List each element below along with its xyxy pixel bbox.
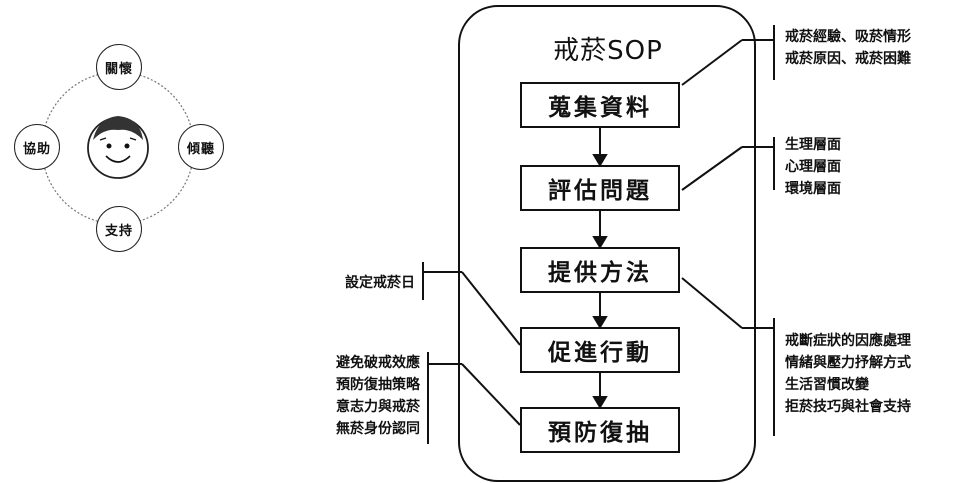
note-collect-line: 戒菸原因、戒菸困難	[785, 51, 911, 67]
note-method-line: 戒斷症狀的因應處理	[785, 333, 911, 349]
note-prevent: 避免破戒效應 預防復抽策略 意志力與戒菸 無菸身份認同	[290, 352, 420, 440]
note-prevent-line: 意志力與戒菸	[336, 399, 420, 415]
note-method: 戒斷症狀的因應處理 情緒與壓力抒解方式 生活習慣改變 拒菸技巧與社會支持	[785, 330, 911, 418]
note-prevent-line: 避免破戒效應	[336, 355, 420, 371]
cycle-node-support-label: 支持	[104, 223, 133, 239]
note-assess-line: 生理層面	[785, 137, 841, 153]
step-assess-problem: 評估問題	[520, 165, 680, 211]
cycle-node-listen: 傾聽	[178, 124, 224, 170]
note-assess: 生理層面 心理層面 環境層面	[785, 134, 841, 200]
note-action: 設定戒菸日	[300, 272, 415, 294]
note-method-line: 拒菸技巧與社會支持	[785, 399, 911, 415]
cycle-node-assist: 協助	[14, 124, 60, 170]
note-method-line: 生活習慣改變	[785, 377, 869, 393]
note-method-line: 情緒與壓力抒解方式	[785, 355, 911, 371]
note-prevent-line: 無菸身份認同	[336, 421, 420, 437]
sop-title: 戒菸SOP	[553, 36, 663, 66]
note-collect: 戒菸經驗、吸菸情形 戒菸原因、戒菸困難	[785, 26, 911, 70]
cycle-node-care-label: 關懷	[104, 61, 133, 77]
note-collect-line: 戒菸經驗、吸菸情形	[785, 29, 911, 45]
step-provide-method: 提供方法	[520, 247, 680, 293]
step-prevent-relapse: 預防復抽	[520, 407, 680, 453]
note-prevent-line: 預防復抽策略	[336, 377, 420, 393]
step-promote-action: 促進行動	[520, 327, 680, 373]
cycle-node-support: 支持	[96, 206, 142, 252]
step-collect-data: 蒐集資料	[520, 82, 680, 128]
cycle-node-listen-label: 傾聽	[186, 141, 215, 157]
note-assess-line: 環境層面	[785, 181, 841, 197]
cycle-node-assist-label: 協助	[22, 141, 51, 157]
note-action-line: 設定戒菸日	[345, 275, 415, 291]
cycle-node-care: 關懷	[96, 44, 142, 90]
note-assess-line: 心理層面	[785, 159, 841, 175]
sop-frame	[458, 5, 756, 482]
step-arrows	[592, 128, 608, 409]
face-icon	[87, 116, 149, 179]
